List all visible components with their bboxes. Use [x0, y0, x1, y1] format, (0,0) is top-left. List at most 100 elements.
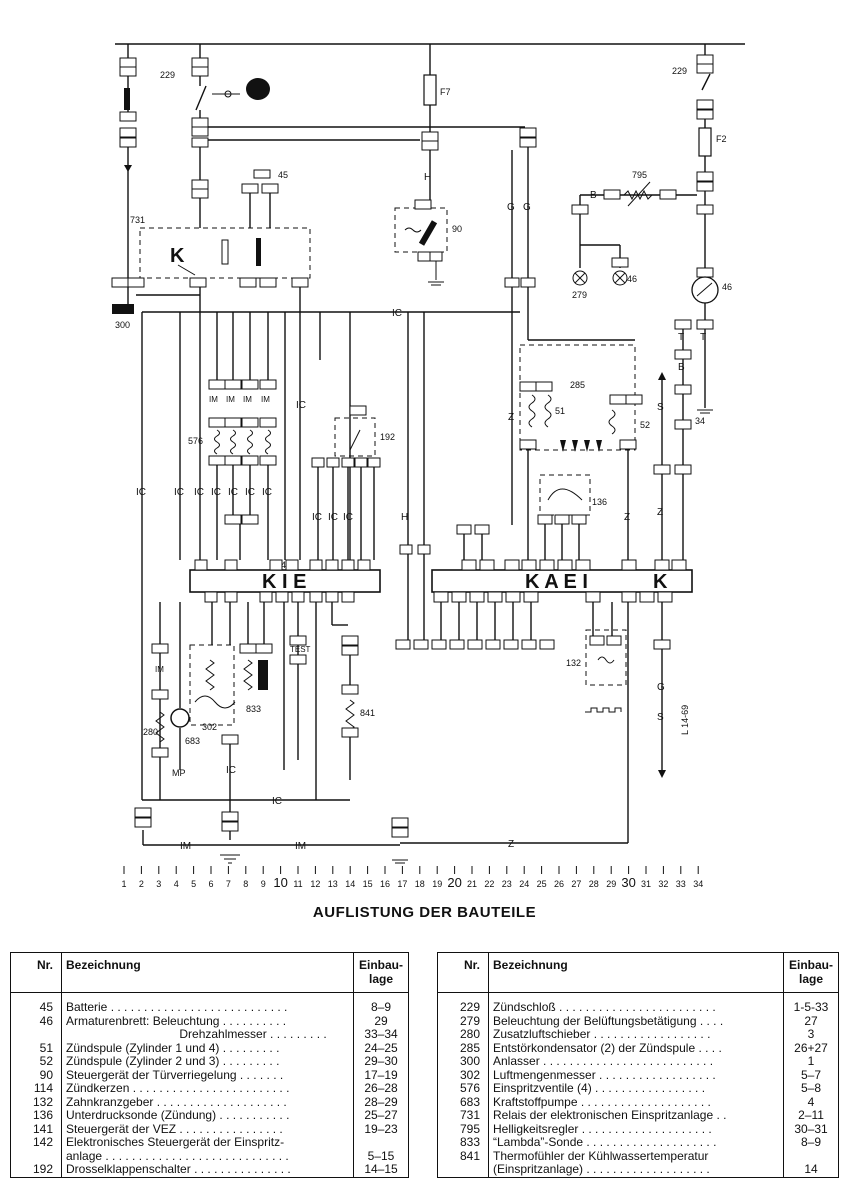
part-number: 46 — [39, 1013, 53, 1028]
ruler-label: 19 — [432, 879, 442, 889]
wire-label-ic-9: IC — [312, 512, 322, 523]
ruler-label: 24 — [519, 879, 529, 889]
part-number: 731 — [459, 1108, 480, 1122]
label-795: 795 — [632, 170, 647, 180]
ruler-label: 23 — [502, 879, 512, 889]
ruler-label: 3 — [156, 879, 161, 889]
part-number: 141 — [32, 1121, 53, 1136]
label-841: 841 — [360, 708, 375, 718]
part-description: Armaturenbrett: Beleuchtung . . . . . . … — [61, 1014, 354, 1028]
part-number: 90 — [39, 1067, 53, 1082]
part-number: 136 — [32, 1108, 53, 1122]
part-location: 2–11 — [783, 1108, 839, 1123]
ruler-label: 9 — [261, 879, 266, 889]
ruler-label: 29 — [606, 879, 616, 889]
label-833: 833 — [246, 704, 261, 714]
bus-verticals-left — [141, 287, 351, 800]
wire-label-ic-3: IC — [194, 487, 204, 498]
wiring-diagram: 229 45 731 K — [111, 43, 745, 890]
ruler-label: 13 — [328, 879, 338, 889]
part-location: 30–31 — [783, 1122, 839, 1136]
label-132: 132 — [566, 658, 581, 668]
part-number: 142 — [32, 1135, 53, 1149]
header-bezeichnung: Bezeichnung — [488, 952, 784, 993]
label-731: 731 — [130, 215, 145, 225]
wire-label-b-2: B — [590, 190, 597, 201]
part-location: 3 — [783, 1027, 839, 1042]
wire-label-t-2: T — [678, 332, 684, 343]
ecu-141-outputs — [395, 602, 555, 650]
side-ref: L 14-69 — [680, 705, 690, 735]
svg-text:IM: IM — [226, 395, 235, 404]
wire-label-z-3: Z — [508, 839, 514, 850]
label-mp: MP — [172, 768, 186, 778]
part-location: 8–9 — [353, 992, 409, 1015]
ruler-label: 12 — [310, 879, 320, 889]
wire-label-ic-1: IC — [136, 487, 146, 498]
part-number: 132 — [32, 1094, 53, 1109]
part-row: 141 Steuergerät der VEZ . . . . . . . . .… — [11, 1121, 409, 1136]
svg-text:IM: IM — [155, 665, 164, 674]
label-229-right: 229 — [672, 66, 687, 76]
part-number: 279 — [459, 1013, 480, 1028]
ruler-label: 21 — [467, 879, 477, 889]
ruler-label: 27 — [571, 879, 581, 889]
part-number: 576 — [459, 1081, 480, 1095]
ruler-label: 15 — [363, 879, 373, 889]
pump-area: IM 280 683 MP — [134, 602, 200, 828]
part-description: Helligkeitsregler . . . . . . . . . . . … — [488, 1122, 784, 1136]
part-description: Drosselklappenschalter . . . . . . . . .… — [61, 1162, 354, 1177]
part-location: 5–7 — [783, 1068, 839, 1082]
throttle-switch-192: 192 — [311, 405, 395, 560]
wire-label-ic-top: IC — [392, 308, 402, 319]
dimmer-795: B 795 279 46 — [571, 170, 697, 300]
ruler-label: 10 — [273, 875, 287, 890]
part-location: 1 — [783, 1054, 839, 1069]
label-90: 90 — [452, 224, 462, 234]
part-location: 25–27 — [353, 1108, 409, 1123]
wire-label-g-2: G — [523, 202, 531, 213]
part-number: 683 — [459, 1094, 480, 1109]
wire-label-z-4: Z — [657, 507, 663, 518]
part-location: 14 — [783, 1149, 839, 1177]
injectors-576: IM IM IM IM 576 — [188, 379, 277, 560]
label-51: 51 — [555, 406, 565, 416]
relay-731-k: K — [170, 245, 185, 267]
vacuum-sensor-136: 136 — [537, 474, 607, 560]
wire-label-ic-8: IC — [296, 400, 306, 411]
part-description: “Lambda”-Sonde . . . . . . . . . . . . .… — [488, 1135, 784, 1150]
part-description: Zündspule (Zylinder 1 und 4) . . . . . .… — [61, 1041, 354, 1055]
part-description: Zusatzluftschieber . . . . . . . . . . .… — [488, 1027, 784, 1042]
wire-label-ic-10: IC — [328, 512, 338, 523]
part-location: 29–30 — [353, 1054, 409, 1069]
label-142: 142 — [276, 560, 291, 570]
ruler-label: 34 — [693, 879, 703, 889]
part-description: Zündkerzen . . . . . . . . . . . . . . .… — [61, 1081, 354, 1096]
crank-sensor-132: 132 — [566, 602, 627, 713]
svg-text:IM: IM — [261, 395, 270, 404]
ruler-label: 20 — [447, 875, 461, 890]
wire-label-s-2: S — [657, 712, 664, 723]
part-location: 4 — [783, 1095, 839, 1109]
svg-text:IM: IM — [209, 395, 218, 404]
part-location: 26–28 — [353, 1081, 409, 1096]
wire-label-h-1: H — [424, 172, 431, 183]
part-description: Elektronisches Steuergerät der Einspritz… — [61, 1135, 354, 1163]
part-row: 300 Anlasser . . . . . . . . . . . . . . … — [438, 1054, 839, 1069]
part-description: Zündschloß . . . . . . . . . . . . . . .… — [488, 992, 784, 1015]
header-nr: Nr. — [437, 952, 489, 993]
part-location: 5–15 — [353, 1136, 409, 1163]
part-description: Anlasser . . . . . . . . . . . . . . . .… — [488, 1054, 784, 1069]
wire-label-b-1: B — [678, 362, 685, 373]
part-description: Steuergerät der VEZ . . . . . . . . . . … — [61, 1122, 354, 1136]
part-number: 300 — [459, 1054, 480, 1068]
part-description: Zündspule (Zylinder 2 und 3) . . . . . .… — [61, 1054, 354, 1069]
part-location: 24–25 — [353, 1041, 409, 1055]
